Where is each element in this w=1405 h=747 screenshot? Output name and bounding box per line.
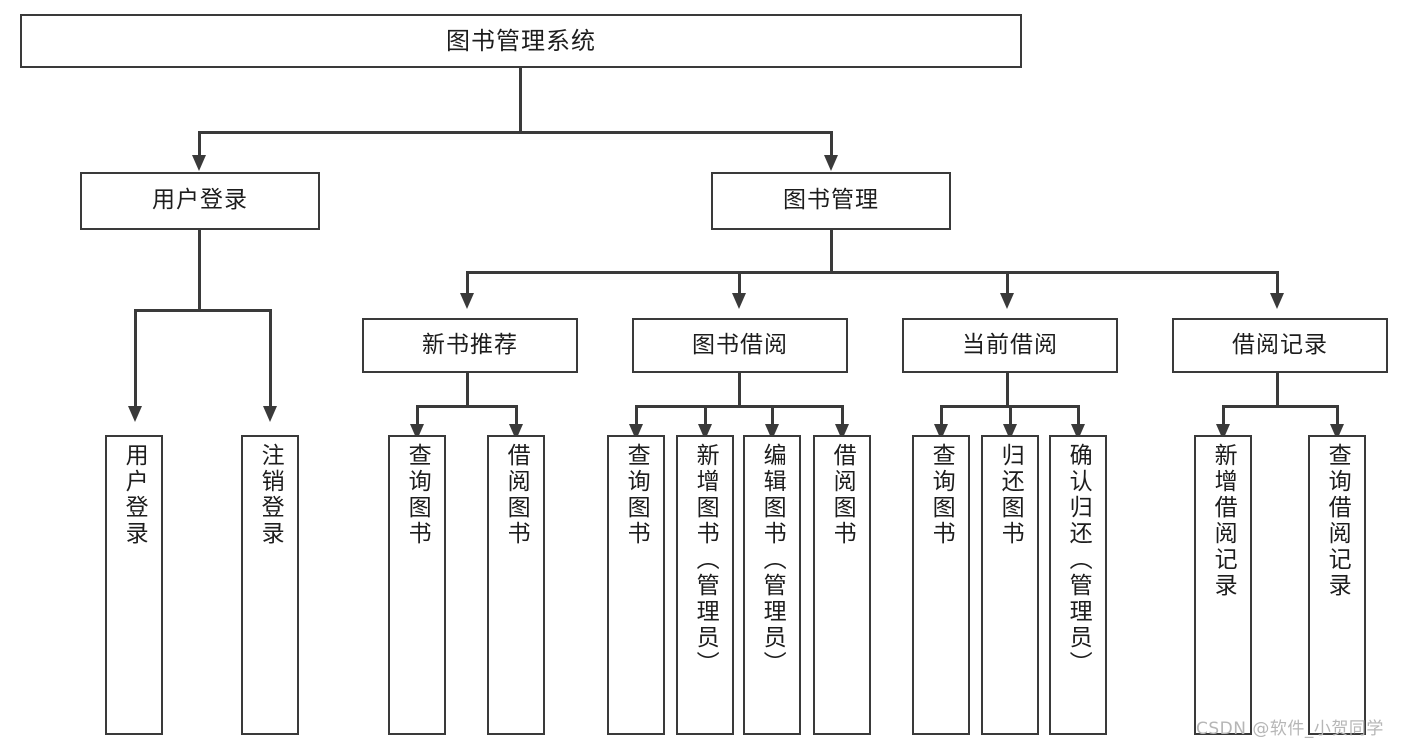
leaf-cb-return-book[interactable]: 归还图书 [981, 435, 1039, 735]
connector-new-book-bus [416, 405, 518, 408]
connector-book-borrow-stem [738, 373, 741, 406]
node-book-manage[interactable]: 图书管理 [711, 172, 951, 230]
connector-current-borrow-drop-2 [1009, 405, 1012, 427]
connector-level2-bus [466, 271, 1278, 274]
node-root[interactable]: 图书管理系统 [20, 14, 1022, 68]
leaf-cb-query-book-label: 查询图书 [928, 443, 955, 547]
leaf-cb-query-book[interactable]: 查询图书 [912, 435, 970, 735]
connector-new-book-drop-1 [416, 405, 419, 427]
connector-borrow-records-drop-1 [1222, 405, 1225, 427]
connector-level2-drop-1 [466, 271, 469, 296]
node-book-borrow[interactable]: 图书借阅 [632, 318, 848, 373]
leaf-cb-confirm-return[interactable]: 确认归还（管理员） [1049, 435, 1107, 735]
leaf-br-query-record[interactable]: 查询借阅记录 [1308, 435, 1366, 735]
connector-root-drop-1 [198, 131, 201, 158]
node-borrow-records-label: 借阅记录 [1232, 331, 1328, 358]
leaf-user-login-label: 用户登录 [121, 443, 148, 547]
connector-root-bus [198, 131, 832, 134]
leaf-bb-add-book-label: 新增图书（管理员） [692, 443, 719, 677]
connector-book-borrow-drop-1 [635, 405, 638, 427]
leaf-bb-borrow-book-label: 借阅图书 [829, 443, 856, 547]
connector-new-book-stem [466, 373, 469, 406]
leaf-bb-borrow-book[interactable]: 借阅图书 [813, 435, 871, 735]
leaf-br-add-record-label: 新增借阅记录 [1210, 443, 1237, 599]
node-current-borrow[interactable]: 当前借阅 [902, 318, 1118, 373]
leaf-nb-borrow-book[interactable]: 借阅图书 [487, 435, 545, 735]
node-root-label: 图书管理系统 [446, 26, 596, 55]
arrow-to-leaf-logout [263, 406, 277, 422]
node-user-login[interactable]: 用户登录 [80, 172, 320, 230]
connector-user-login-bus [134, 309, 269, 312]
leaf-logout[interactable]: 注销登录 [241, 435, 299, 735]
connector-root-stem [519, 68, 522, 132]
connector-book-borrow-drop-2 [704, 405, 707, 427]
connector-book-manage-stem [830, 230, 833, 272]
arrow-to-borrow-records [1270, 293, 1284, 309]
node-book-borrow-label: 图书借阅 [692, 331, 788, 358]
leaf-cb-confirm-return-label: 确认归还（管理员） [1065, 443, 1092, 677]
arrow-to-user-login [192, 155, 206, 171]
connector-borrow-records-bus [1222, 405, 1338, 408]
arrow-to-book-borrow [732, 293, 746, 309]
leaf-bb-edit-book-label: 编辑图书（管理员） [759, 443, 786, 677]
leaf-bb-query-book[interactable]: 查询图书 [607, 435, 665, 735]
leaf-nb-borrow-book-label: 借阅图书 [503, 443, 530, 547]
leaf-bb-add-book[interactable]: 新增图书（管理员） [676, 435, 734, 735]
leaf-br-add-record[interactable]: 新增借阅记录 [1194, 435, 1252, 735]
leaf-nb-query-book-label: 查询图书 [404, 443, 431, 547]
node-user-login-label: 用户登录 [152, 187, 248, 214]
node-book-manage-label: 图书管理 [783, 187, 879, 214]
arrow-to-new-book [460, 293, 474, 309]
connector-current-borrow-drop-3 [1077, 405, 1080, 427]
leaf-logout-label: 注销登录 [257, 443, 284, 547]
connector-borrow-records-stem [1276, 373, 1279, 406]
connector-user-login-drop-2 [269, 309, 272, 409]
connector-root-drop-2 [830, 131, 833, 158]
leaf-user-login[interactable]: 用户登录 [105, 435, 163, 735]
leaf-bb-query-book-label: 查询图书 [623, 443, 650, 547]
leaf-cb-return-book-label: 归还图书 [997, 443, 1024, 547]
connector-borrow-records-drop-2 [1336, 405, 1339, 427]
arrow-to-current-borrow [1000, 293, 1014, 309]
connector-current-borrow-drop-1 [940, 405, 943, 427]
connector-book-borrow-drop-3 [771, 405, 774, 427]
csdn-watermark: CSDN @软件_小贺同学 [1196, 719, 1384, 739]
connector-user-login-stem [198, 230, 201, 310]
node-current-borrow-label: 当前借阅 [962, 331, 1058, 358]
leaf-nb-query-book[interactable]: 查询图书 [388, 435, 446, 735]
connector-level2-drop-3 [1006, 271, 1009, 296]
connector-level2-drop-4 [1276, 271, 1279, 296]
leaf-br-query-record-label: 查询借阅记录 [1324, 443, 1351, 599]
node-new-book-recommend-label: 新书推荐 [422, 331, 518, 358]
arrow-to-book-manage [824, 155, 838, 171]
node-new-book-recommend[interactable]: 新书推荐 [362, 318, 578, 373]
leaf-bb-edit-book[interactable]: 编辑图书（管理员） [743, 435, 801, 735]
connector-book-borrow-bus [635, 405, 843, 408]
connector-new-book-drop-2 [515, 405, 518, 427]
node-borrow-records[interactable]: 借阅记录 [1172, 318, 1388, 373]
connector-book-borrow-drop-4 [841, 405, 844, 427]
connector-user-login-drop-1 [134, 309, 137, 409]
arrow-to-leaf-user-login [128, 406, 142, 422]
connector-level2-drop-2 [738, 271, 741, 296]
connector-current-borrow-stem [1006, 373, 1009, 406]
